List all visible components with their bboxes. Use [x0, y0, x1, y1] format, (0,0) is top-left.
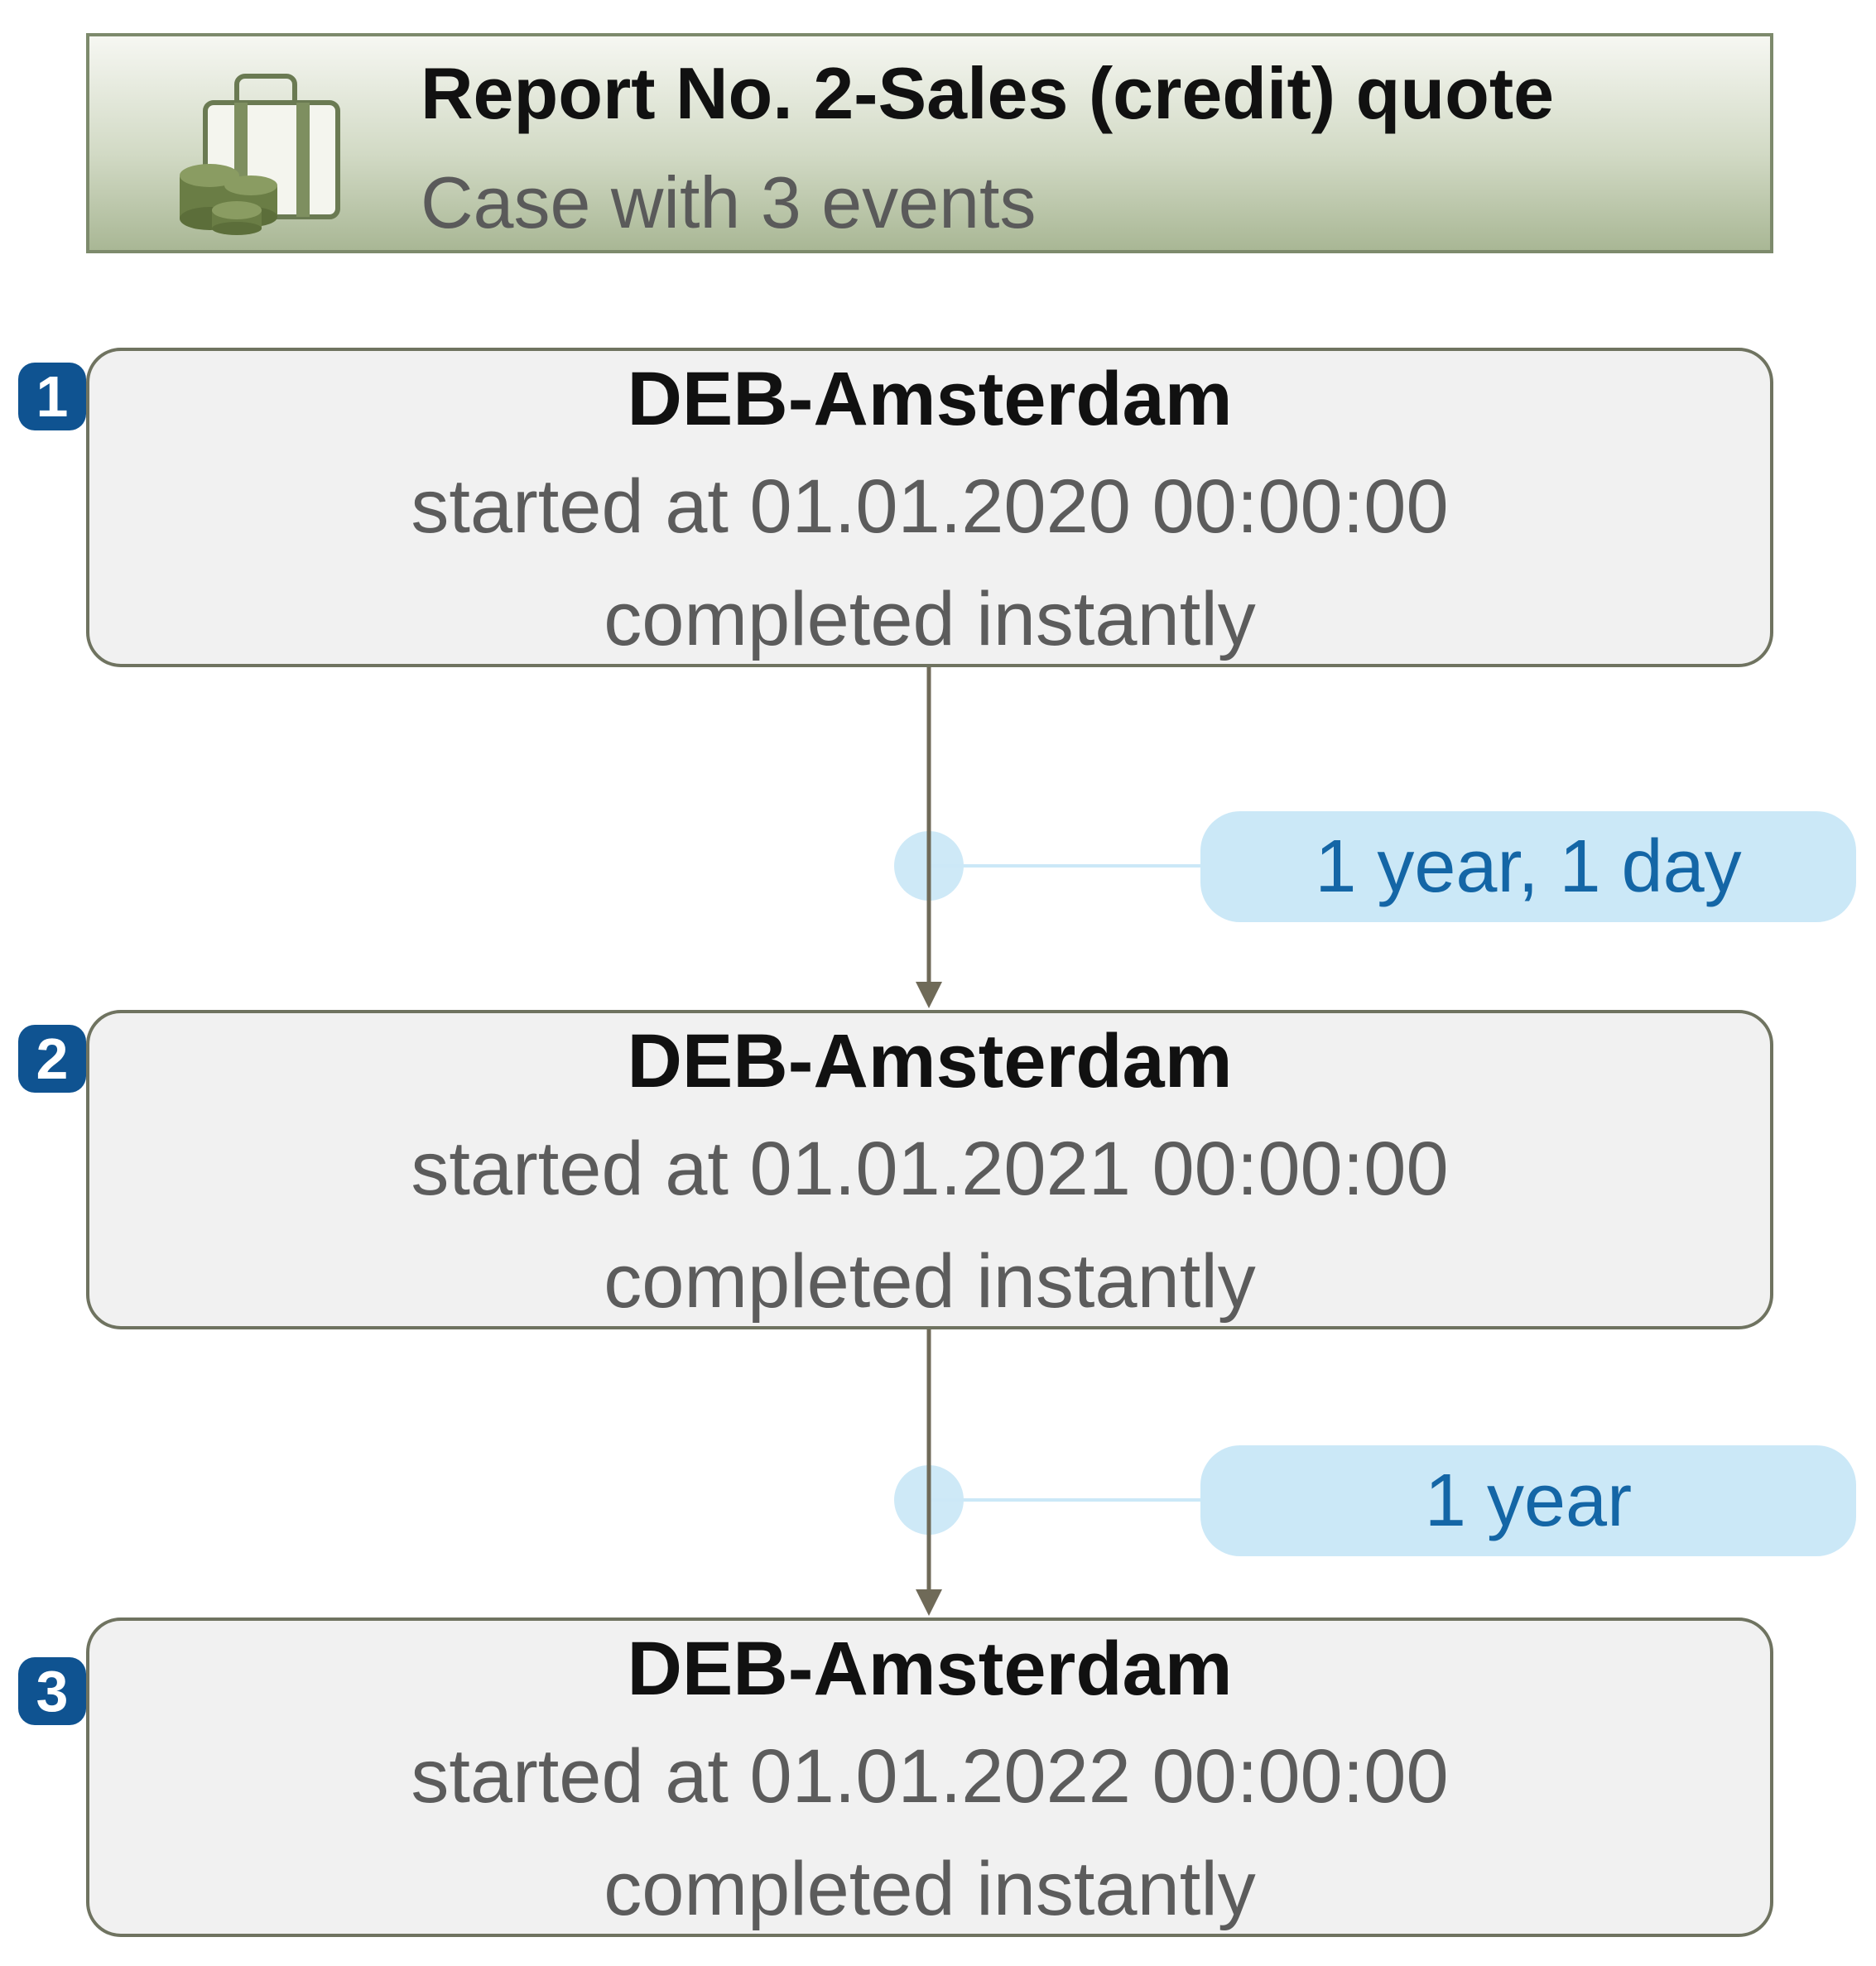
duration-label-1: 1 year, 1 day — [1200, 811, 1856, 922]
arrowhead-1 — [916, 982, 942, 1008]
event-title: DEB-Amsterdam — [627, 357, 1233, 441]
event-box-1[interactable]: DEB-Amsterdam started at 01.01.2020 00:0… — [86, 348, 1773, 667]
suitcase-with-coins-icon — [180, 74, 340, 235]
event-completed: completed instantly — [604, 1847, 1256, 1931]
event-number-badge-2: 2 — [18, 1025, 86, 1093]
case-header: Report No. 2-Sales (credit) quote Case w… — [86, 33, 1773, 253]
event-started: started at 01.01.2022 00:00:00 — [411, 1734, 1449, 1819]
event-started: started at 01.01.2020 00:00:00 — [411, 464, 1449, 549]
case-subtitle: Case with 3 events — [421, 161, 1037, 243]
event-number-badge-1: 1 — [18, 363, 86, 430]
case-title: Report No. 2-Sales (credit) quote — [421, 52, 1555, 134]
arrowhead-2 — [916, 1589, 942, 1616]
event-title: DEB-Amsterdam — [627, 1019, 1233, 1103]
event-title: DEB-Amsterdam — [627, 1627, 1233, 1711]
event-box-3[interactable]: DEB-Amsterdam started at 01.01.2022 00:0… — [86, 1618, 1773, 1937]
event-completed: completed instantly — [604, 577, 1256, 661]
event-completed: completed instantly — [604, 1239, 1256, 1324]
event-box-2[interactable]: DEB-Amsterdam started at 01.01.2021 00:0… — [86, 1010, 1773, 1329]
event-number-badge-3: 3 — [18, 1657, 86, 1725]
event-started: started at 01.01.2021 00:00:00 — [411, 1127, 1449, 1211]
duration-label-2: 1 year — [1200, 1445, 1856, 1556]
